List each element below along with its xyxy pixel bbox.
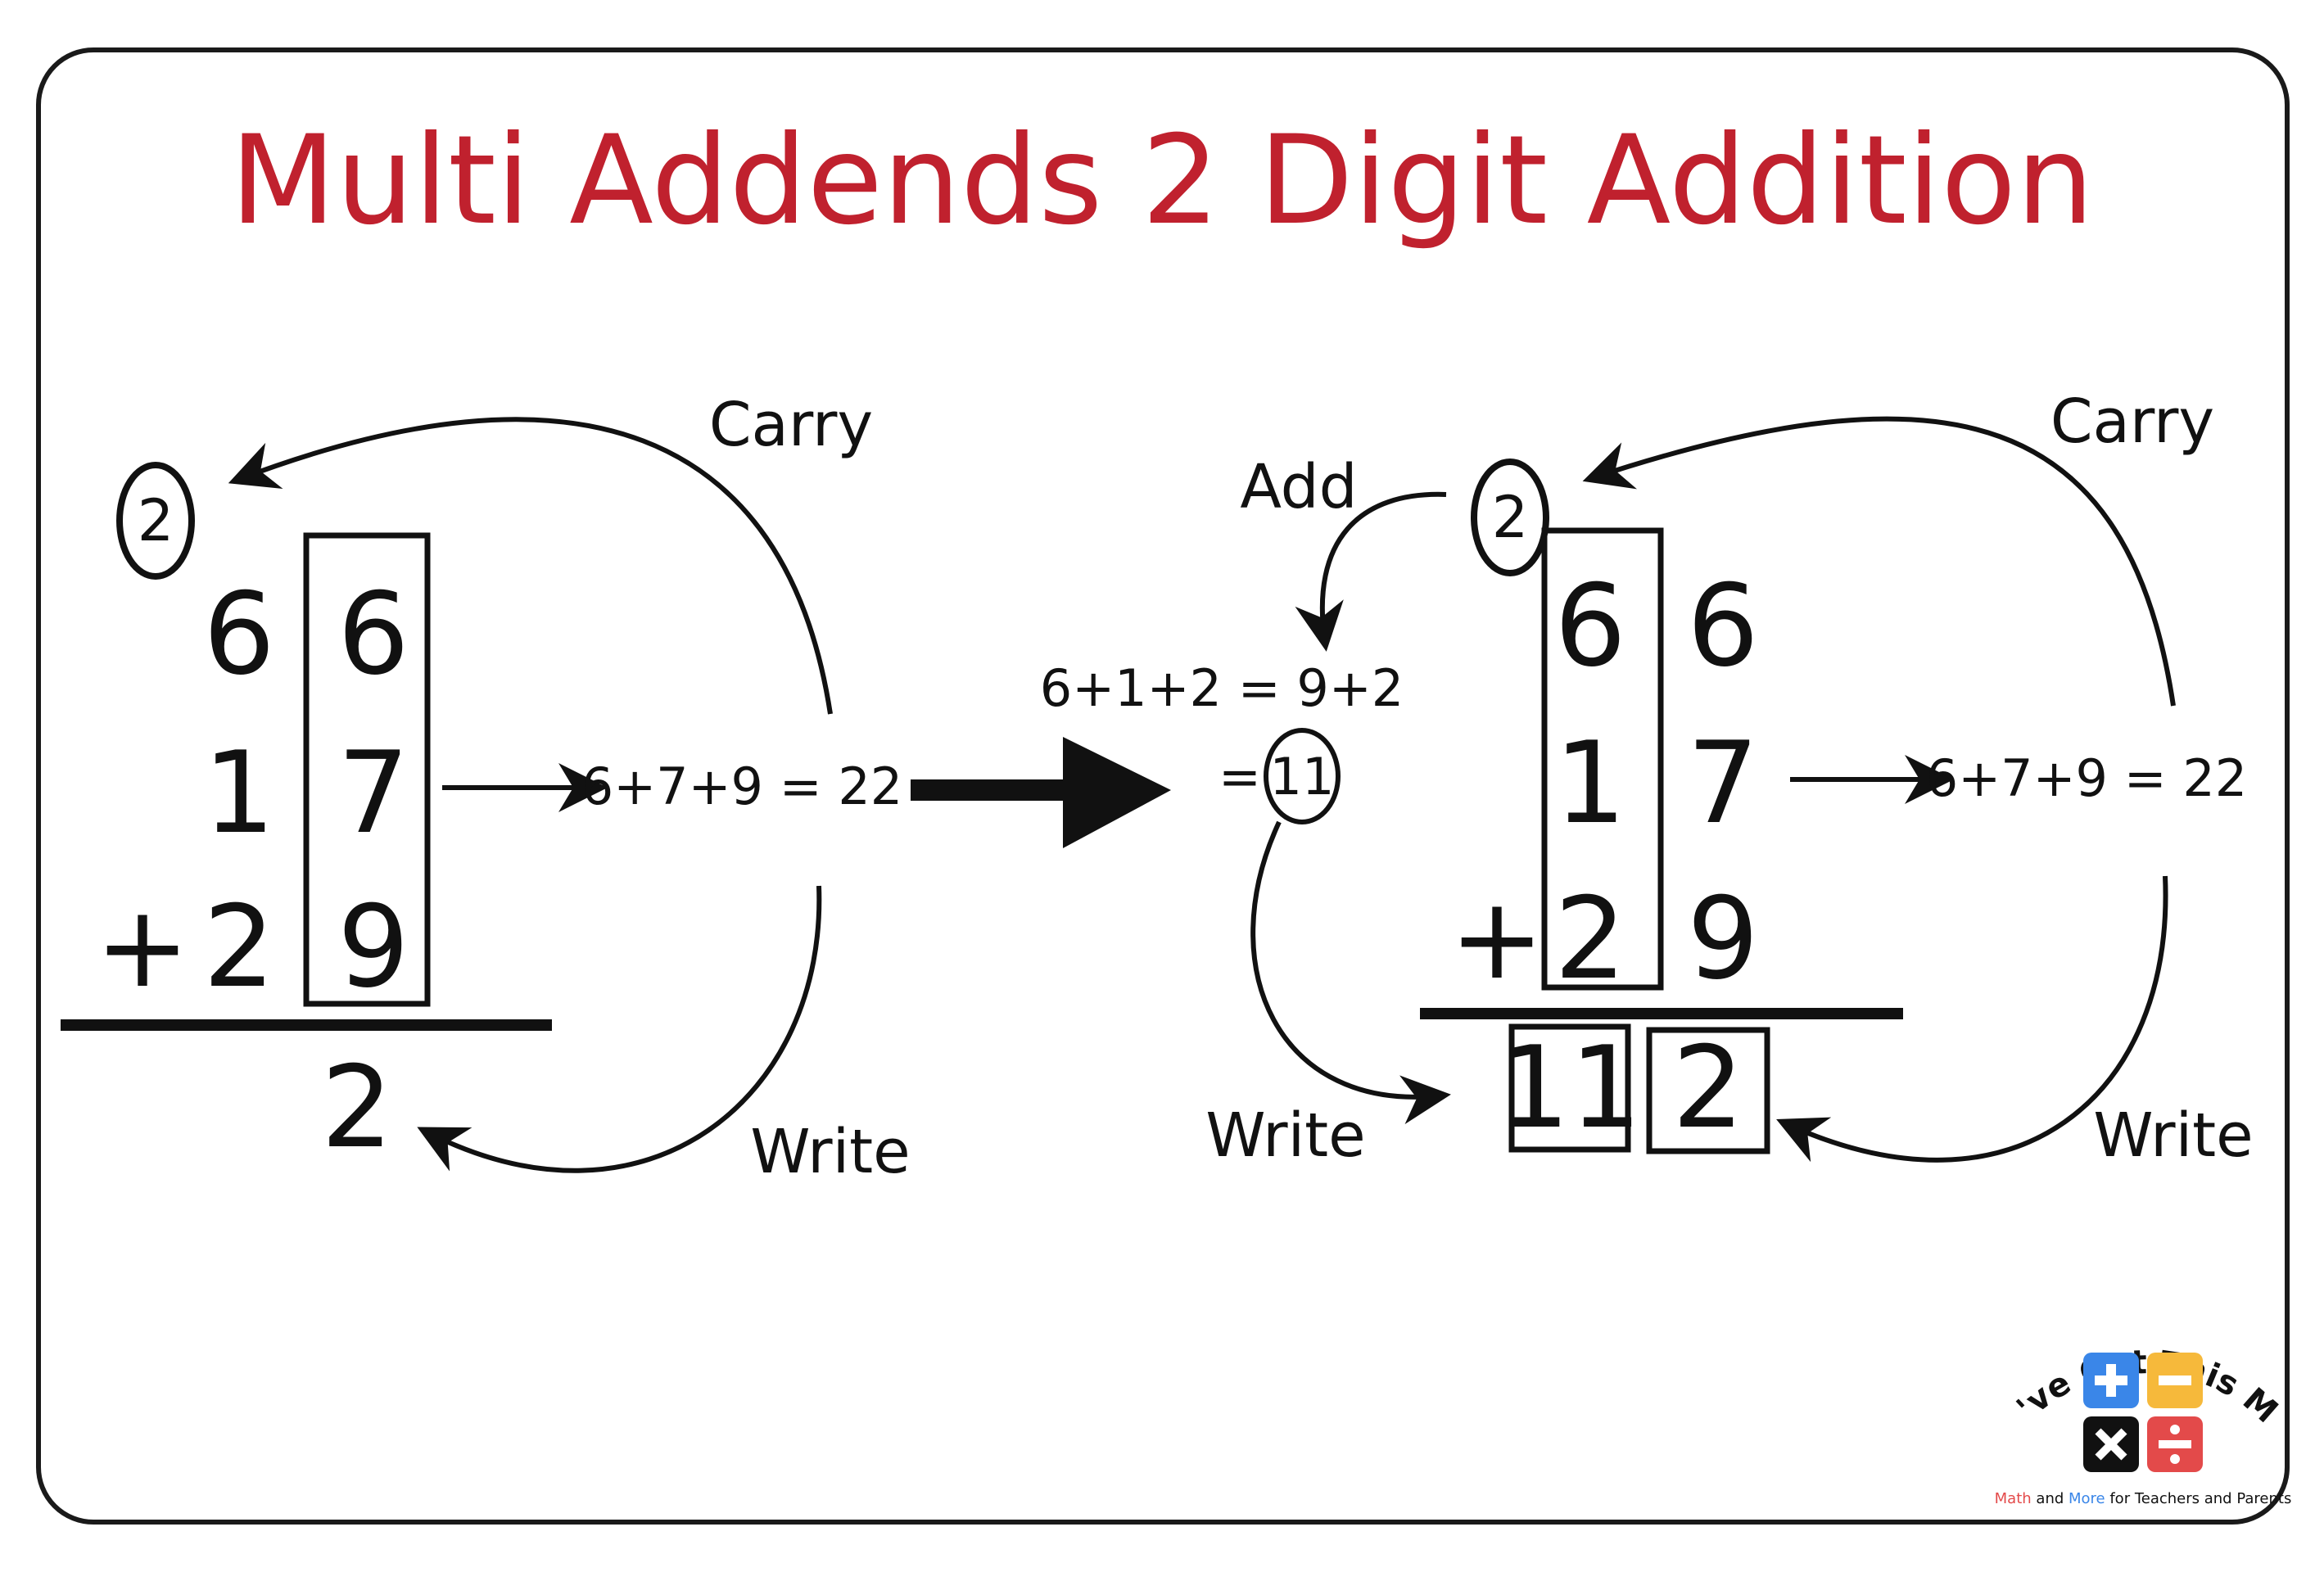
page-title: Multi Addends 2 Digit Addition — [230, 110, 2094, 252]
carry-arrow — [228, 417, 833, 715]
result-ones: 2 — [1672, 1022, 1744, 1154]
digit-r1-tens: 6 — [203, 568, 275, 700]
write-arrow-left — [1250, 820, 1451, 1125]
transition-arrow — [911, 737, 1171, 848]
ones-column-box — [303, 532, 431, 1007]
digit-r3-ones-right: 9 — [1687, 873, 1759, 1005]
digit-r1-ones: 6 — [337, 568, 409, 700]
digit-r3-tens-right: 2 — [1554, 873, 1626, 1005]
add-equals: = — [1219, 747, 1261, 806]
carry-circle — [116, 462, 195, 580]
add-label: Add — [1240, 452, 1357, 522]
column-equation: 6+7+9 = 22 — [581, 757, 903, 816]
digit-r2-tens-right: 1 — [1554, 717, 1626, 849]
column-equation-right: 6+7+9 = 22 — [1926, 748, 2248, 808]
digit-r1-ones-right: 6 — [1687, 560, 1759, 692]
carry-digit: 2 — [138, 487, 174, 554]
plus-sign-right: + — [1449, 873, 1544, 1005]
result-digit: 2 — [321, 1041, 393, 1173]
add-arrow — [1295, 491, 1447, 652]
digit-r3-ones: 9 — [337, 881, 409, 1013]
write-label-right: Write — [2093, 1100, 2253, 1171]
digit-r2-ones: 7 — [337, 727, 409, 859]
carry-circle-right — [1471, 458, 1549, 576]
left-problem: 2 6 6 1 7 + 2 9 2 6+7+9 = 22 Carry Write — [61, 390, 911, 1187]
carry-arrow-right — [1582, 416, 2176, 707]
result-tens-box — [1508, 1023, 1631, 1153]
digit-r1-tens-right: 6 — [1554, 560, 1626, 692]
result-ones-box — [1646, 1027, 1770, 1154]
write-label-left: Write — [1205, 1100, 1365, 1171]
digit-r3-tens: 2 — [203, 881, 275, 1013]
tens-column-box — [1541, 527, 1664, 991]
plus-sign: + — [95, 881, 190, 1013]
add-equation: 6+1+2 = 9+2 — [1040, 658, 1404, 718]
add-result: 11 — [1270, 747, 1335, 806]
right-problem: 2 6 6 1 7 + 2 9 11 2 Add 6+1+2 = 9+2 = 1… — [1040, 386, 2254, 1171]
carry-label-right: Carry — [2050, 386, 2214, 457]
digit-r2-tens: 1 — [203, 727, 275, 859]
write-label: Write — [750, 1117, 910, 1187]
add-result-circle — [1264, 728, 1341, 824]
result-tens: 11 — [1498, 1022, 1642, 1154]
carry-label: Carry — [709, 390, 873, 460]
digit-r2-ones-right: 7 — [1687, 717, 1759, 849]
write-arrow-right — [1776, 875, 2168, 1163]
logo-tagline: Math and More for Teachers and Parents — [1995, 1490, 2292, 1507]
carry-digit-right: 2 — [1492, 484, 1529, 551]
write-arrow — [417, 885, 822, 1173]
